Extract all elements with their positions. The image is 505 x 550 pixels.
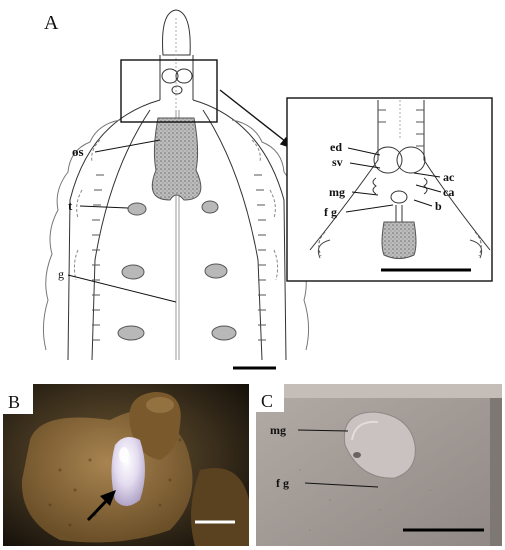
panel-b-letter: B: [8, 392, 20, 412]
zoom-box: [120, 59, 218, 123]
label-os: os: [72, 144, 84, 159]
g-leader: [67, 274, 177, 303]
panel-b-photo: [3, 384, 249, 546]
os-leader: [94, 139, 161, 153]
inset-label-sv: sv: [332, 155, 343, 169]
inset-label-mg: mg: [329, 185, 345, 199]
inset-label-fg: f g: [324, 205, 337, 219]
inset-label-ca: ca: [443, 185, 454, 199]
t-leader: [79, 205, 129, 209]
inset-label-ac: ac: [443, 170, 455, 184]
panel-a-drawing: [42, 9, 310, 361]
c-fg-leader: [304, 482, 379, 488]
zoom-arrow: [219, 89, 295, 150]
inset-drawing: [309, 100, 491, 259]
label-t: t: [68, 198, 73, 213]
panel-c-photo: [256, 384, 502, 546]
label-g: g: [58, 267, 64, 281]
inset-label-ed: ed: [330, 140, 342, 154]
c-label-fg: f g: [276, 476, 289, 490]
panel-c-letter: C: [261, 391, 273, 411]
panel-a-letter: A: [44, 12, 59, 34]
inset-label-b: b: [435, 199, 442, 213]
pearl-arrow: [86, 490, 116, 522]
c-label-mg: mg: [270, 423, 286, 437]
c-mg-leader: [297, 429, 349, 432]
